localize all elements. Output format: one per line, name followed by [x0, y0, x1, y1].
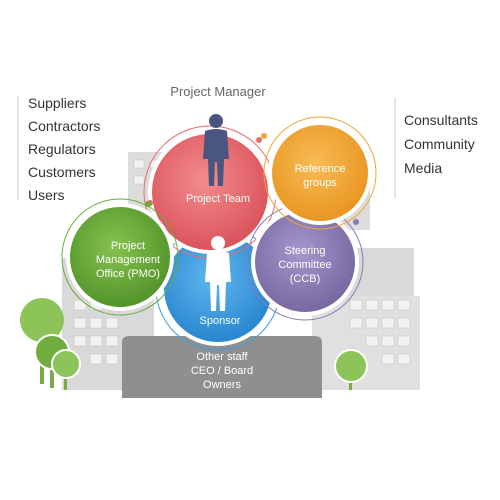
list-item: Media	[404, 160, 442, 176]
tree-icon-right	[334, 349, 368, 390]
diagram-title: Project Manager	[170, 84, 266, 99]
tree-icon-left	[20, 298, 81, 390]
person-icon-manager	[203, 114, 229, 186]
base-panel-line-2: CEO / Board	[191, 365, 253, 377]
pmo-label-line-3: Office (PMO)	[96, 268, 160, 280]
list-item: Contractors	[28, 118, 100, 134]
pmo-label-line-2: Management	[96, 254, 160, 266]
steering-label-line-2: Committee	[278, 259, 331, 271]
reference-groups-circle: Reference groups	[261, 116, 377, 230]
project-team-circle: Project Team	[143, 125, 277, 259]
building-right	[312, 248, 420, 390]
right-list: Consultants Community Media	[404, 112, 478, 176]
list-item: Suppliers	[28, 95, 86, 111]
list-item: Customers	[28, 164, 96, 180]
pmo-circle: Project Management Office (PMO)	[61, 198, 179, 316]
base-panel: Other staff CEO / Board Owners	[122, 336, 322, 398]
base-panel-line-3: Owners	[203, 379, 241, 391]
project-team-label: Project Team	[186, 193, 250, 205]
person-icon-sponsor	[205, 236, 231, 311]
list-item: Consultants	[404, 112, 478, 128]
list-item: Users	[28, 187, 65, 203]
reference-label-line-1: Reference	[295, 163, 346, 175]
list-item: Community	[404, 136, 475, 152]
sponsor-label: Sponsor	[200, 315, 241, 327]
reference-label-line-2: groups	[303, 177, 337, 189]
pmo-label-line-1: Project	[111, 240, 145, 252]
steering-committee-circle: Steering Committee (CCB)	[246, 203, 364, 321]
left-list: Suppliers Contractors Regulators Custome…	[28, 95, 100, 203]
base-panel-line-1: Other staff	[196, 351, 248, 363]
steering-label-line-1: Steering	[285, 245, 326, 257]
list-item: Regulators	[28, 141, 96, 157]
steering-label-line-3: (CCB)	[290, 273, 321, 285]
